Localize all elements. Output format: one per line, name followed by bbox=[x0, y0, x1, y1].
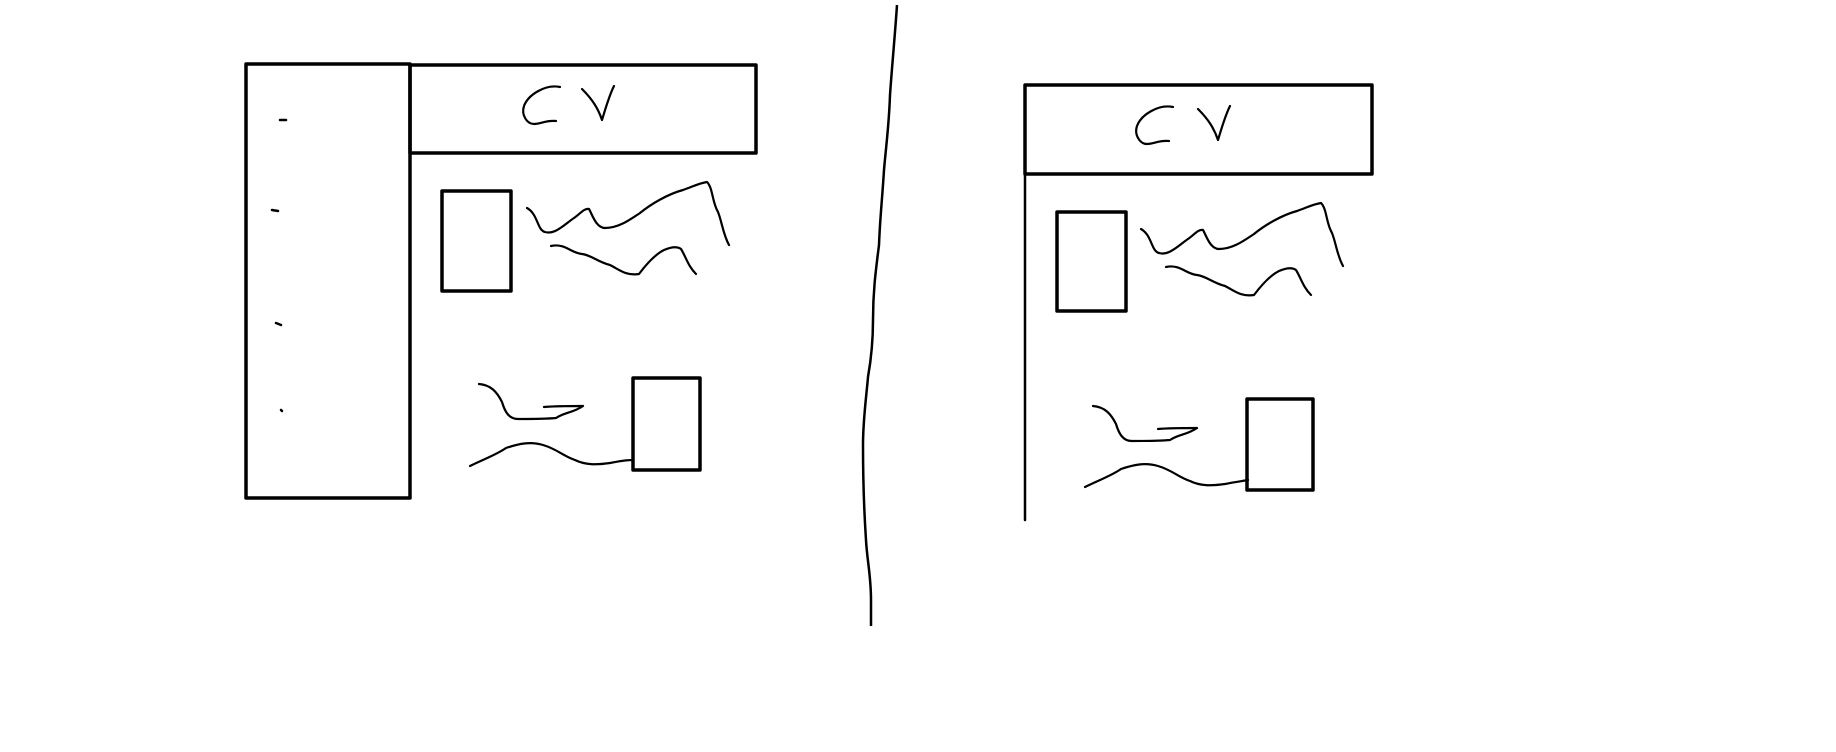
right-header-label-sketch bbox=[1135, 104, 1232, 146]
left-row1-text-line-1 bbox=[525, 180, 731, 247]
right-header-box bbox=[1023, 83, 1374, 176]
right-row1-image-box bbox=[1055, 210, 1128, 313]
right-layout-sketch bbox=[1023, 83, 1374, 522]
right-row1-text-line-2 bbox=[1164, 265, 1313, 297]
left-layout-sketch bbox=[244, 62, 758, 500]
left-header-box bbox=[408, 63, 758, 155]
left-row2-text-line-1 bbox=[477, 382, 585, 421]
left-header-label-sketch bbox=[522, 84, 616, 126]
panel-divider-line bbox=[861, 4, 899, 627]
left-row2-text-line-2 bbox=[468, 442, 635, 468]
left-row1-text-line-2 bbox=[549, 244, 698, 276]
left-sidebar-box bbox=[244, 62, 412, 500]
sidebar-bullet-4 bbox=[279, 408, 284, 413]
sidebar-bullet-2 bbox=[270, 208, 280, 213]
sidebar-bullet-3 bbox=[274, 321, 283, 327]
left-row2-image-box bbox=[631, 376, 702, 472]
right-row1-text-line-1 bbox=[1139, 201, 1345, 268]
right-row2-text-line-2 bbox=[1083, 463, 1250, 489]
left-row1-image-box bbox=[440, 189, 513, 293]
right-row2-image-box bbox=[1245, 397, 1315, 492]
right-row2-text-line-1 bbox=[1091, 404, 1199, 443]
